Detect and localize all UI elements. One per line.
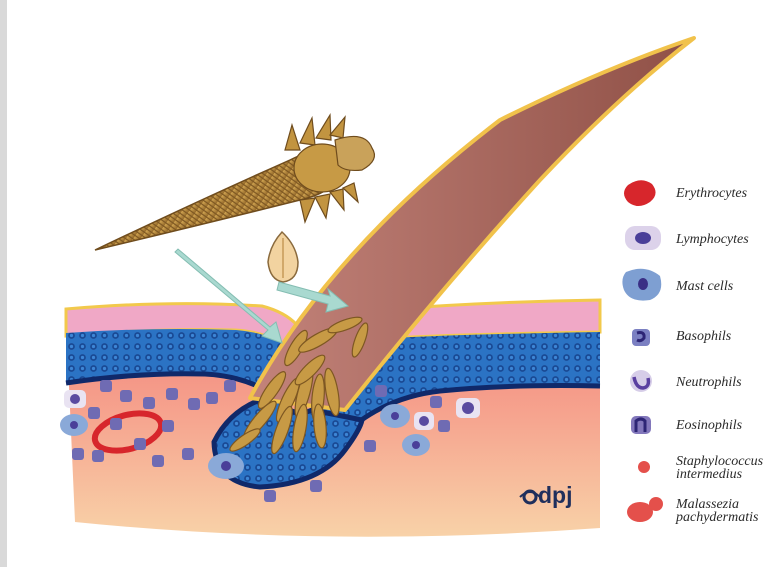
demodex-mite (95, 115, 374, 250)
lymphocyte-icon (625, 226, 661, 250)
erythrocyte-icon (624, 180, 656, 206)
legend-label-staphylococcus: Staphylococcus intermedius (676, 455, 763, 481)
legend-label-eosinophils: Eosinophils (676, 419, 742, 432)
legend-label-lymphocytes: Lymphocytes (676, 233, 749, 246)
legend-label-neutrophils: Neutrophils (676, 376, 742, 389)
legend-label-malassezia-line2: pachydermatis (676, 510, 758, 525)
eosinophil-icon (631, 416, 651, 434)
legend-label-staphylococcus-line2: intermedius (676, 467, 742, 482)
staphylococcus-icon (638, 461, 650, 473)
left-shadow (0, 0, 7, 567)
legend-label-mast-cells: Mast cells (676, 280, 733, 293)
mite-egg (268, 232, 298, 282)
legend-label-erythrocytes: Erythrocytes (676, 187, 747, 200)
legend-label-basophils: Basophils (676, 330, 731, 343)
basophil-icon (632, 329, 650, 346)
legend (622, 180, 663, 522)
legend-label-malassezia: Malassezia pachydermatis (676, 498, 758, 524)
mast-cell-icon (622, 269, 661, 301)
logo-text: dpj (538, 482, 573, 509)
neutrophil-icon (630, 370, 652, 392)
malassezia-icon (627, 497, 663, 522)
